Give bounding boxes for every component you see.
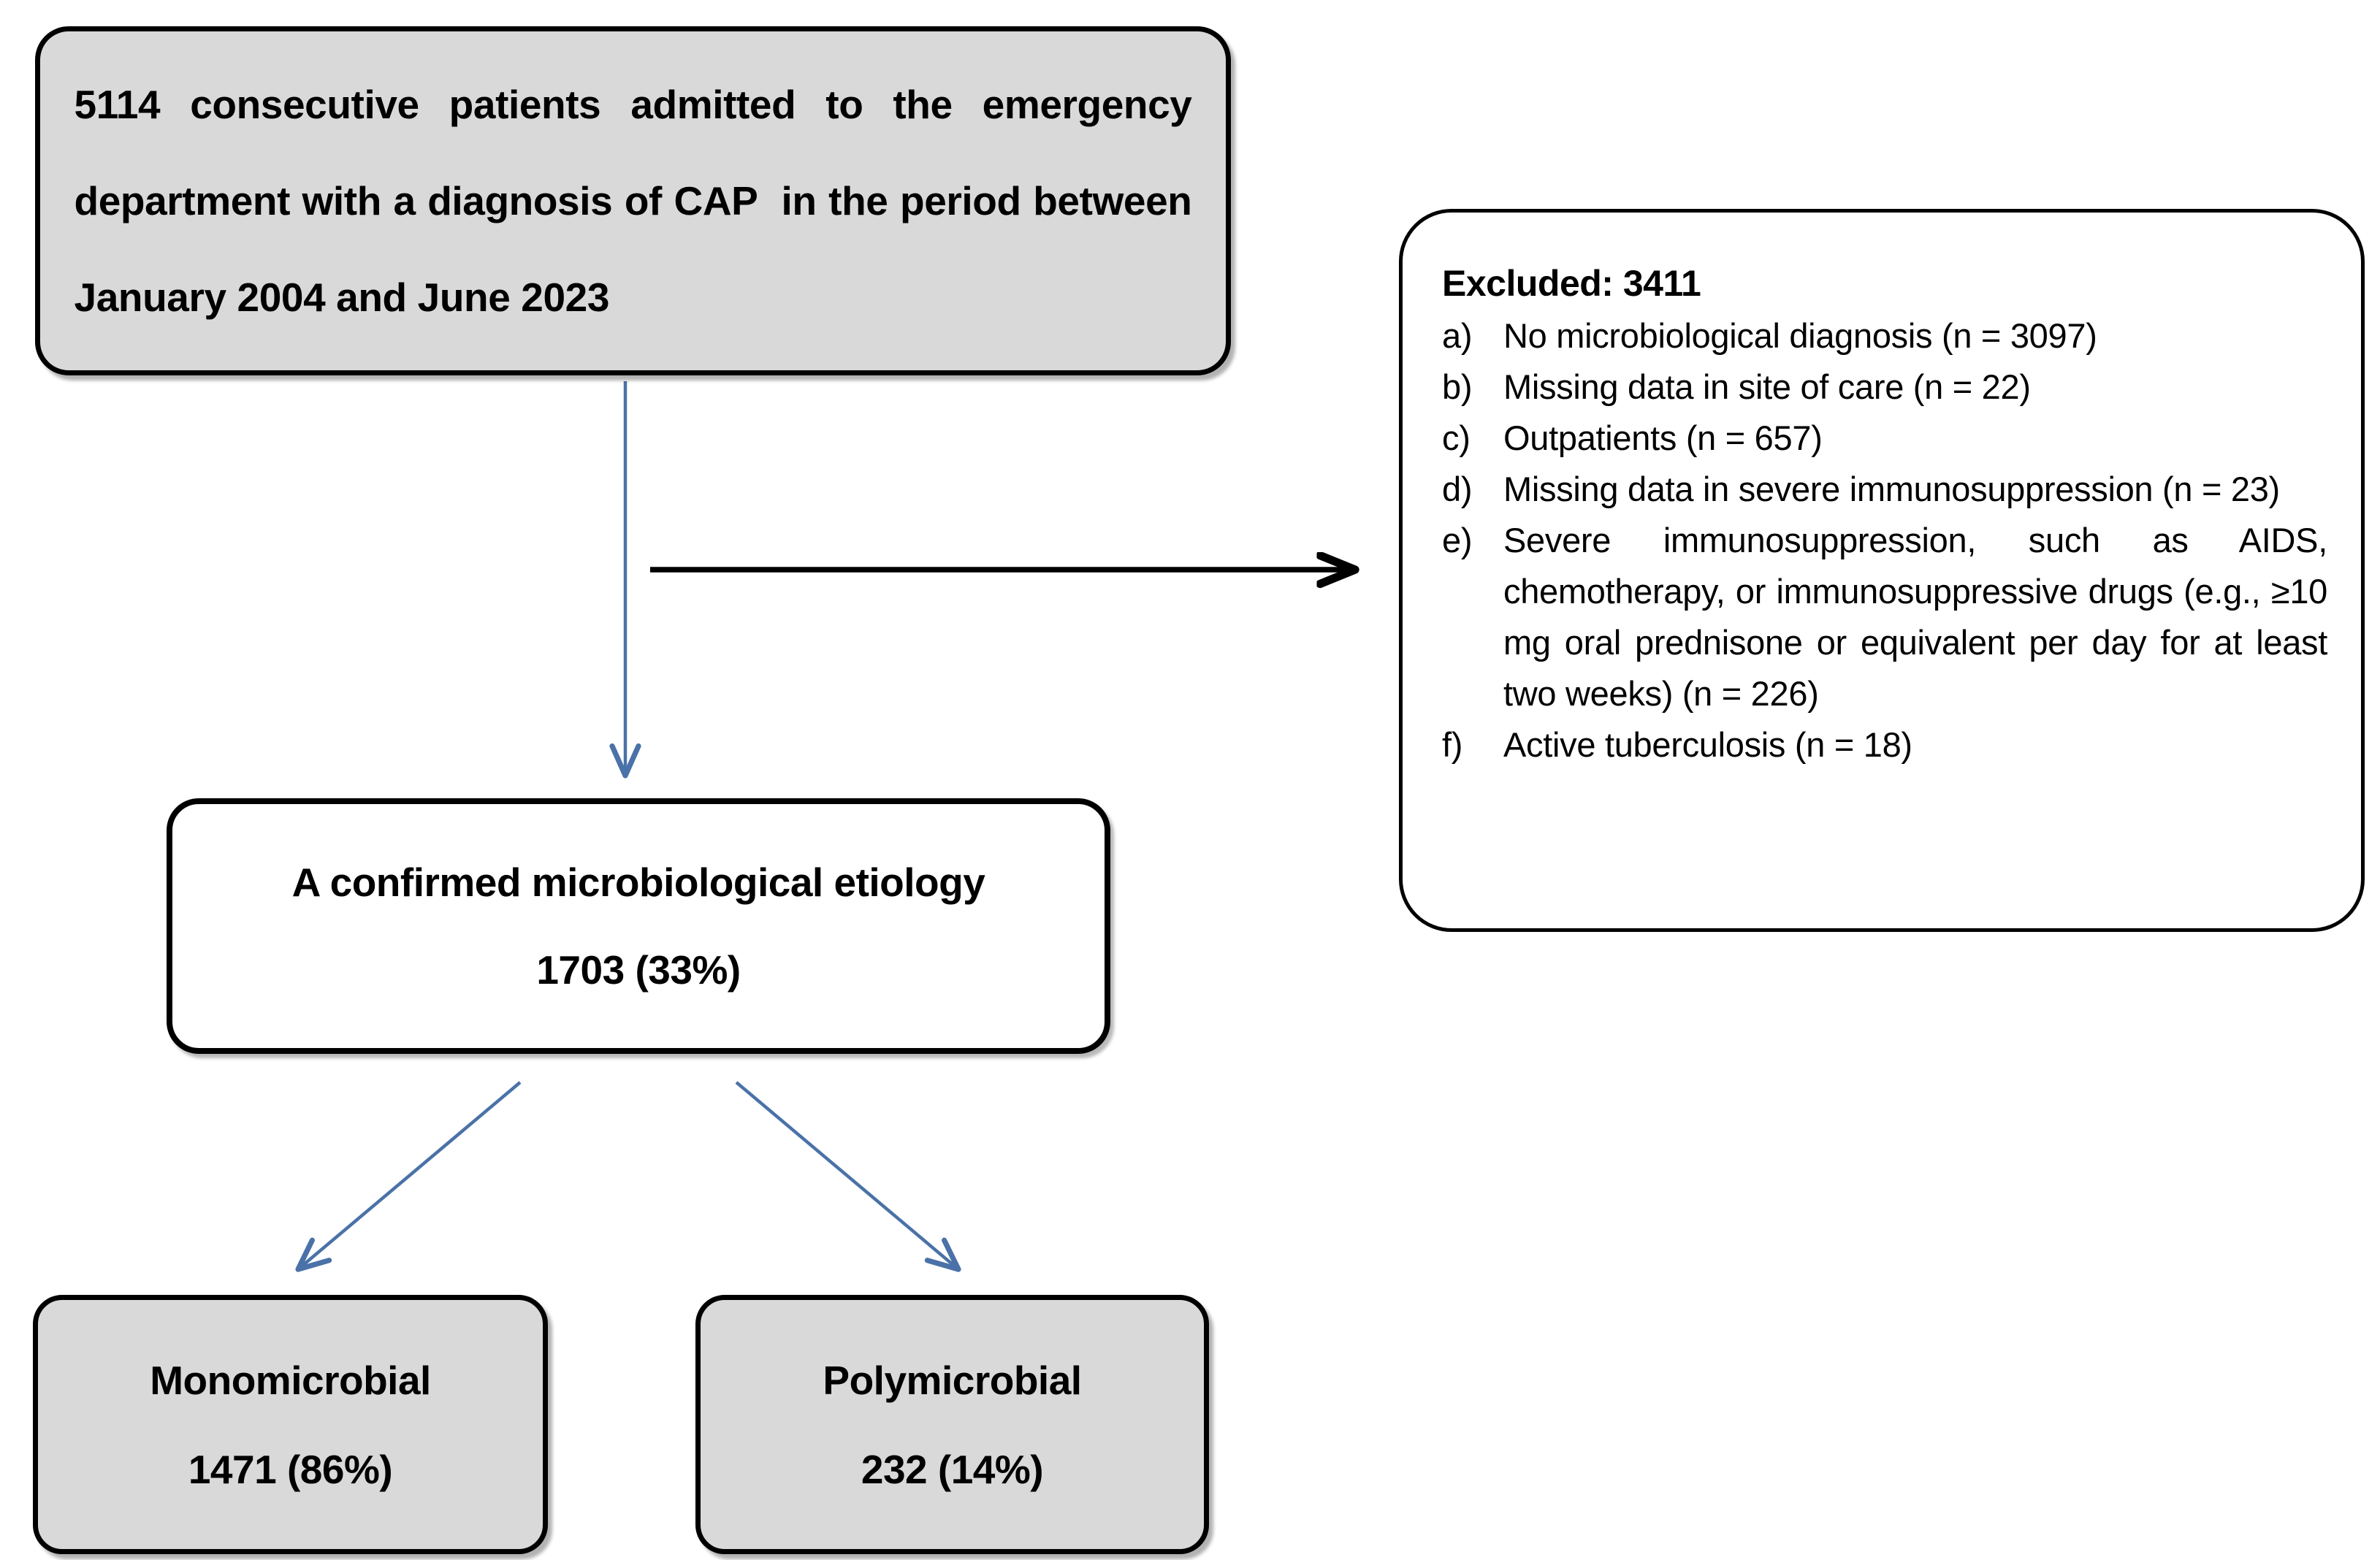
cohort-box: 5114 consecutive patients admitted to th… (35, 26, 1231, 375)
excluded-reason-item: a) No microbiological diagnosis (n = 3097… (1442, 310, 2327, 362)
excluded-reason-item: f) Active tuberculosis (n = 18) (1442, 719, 2327, 771)
excluded-reason-list: a) No microbiological diagnosis (n = 3097… (1442, 310, 2327, 771)
excluded-box: Excluded: 3411 a) No microbiological diag… (1399, 209, 2365, 932)
excluded-reason-text: No microbiological diagnosis (n = 3097) (1503, 316, 2097, 355)
excluded-reason-text: Missing data in severe immunosuppression… (1503, 470, 2280, 508)
excluded-reason-item: e) Severe immunosuppression, such as AIDS… (1442, 515, 2327, 719)
excluded-reason-marker: e) (1442, 521, 1473, 559)
excluded-reason-marker: d) (1442, 470, 1473, 508)
excluded-reason-marker: b) (1442, 367, 1473, 406)
polymicrobial-box-count: 232 (14%) (861, 1446, 1044, 1492)
excluded-reason-text: Severe immunosuppression, such as AIDS, … (1503, 521, 2327, 713)
cohort-box-text: 5114 consecutive patients admitted to th… (74, 82, 1203, 320)
arrow-etiology-to-monomicrobial (295, 1081, 522, 1272)
etiology-box-count: 1703 (33%) (536, 947, 741, 993)
excluded-reason-marker: c) (1442, 418, 1471, 457)
excluded-reason-text: Outpatients (n = 657) (1503, 418, 1823, 457)
monomicrobial-box-title: Monomicrobial (150, 1357, 431, 1403)
excluded-box-title: Excluded: 3411 (1442, 263, 1701, 304)
arrow-etiology-to-polymicrobial (735, 1081, 961, 1272)
monomicrobial-box: Monomicrobial 1471 (86%) (33, 1295, 548, 1554)
monomicrobial-box-count: 1471 (86%) (188, 1446, 393, 1492)
excluded-reason-text: Active tuberculosis (n = 18) (1503, 725, 1912, 764)
excluded-reason-marker: a) (1442, 316, 1473, 355)
excluded-reason-marker: f) (1442, 725, 1463, 764)
excluded-reason-item: b) Missing data in site of care (n = 22) (1442, 362, 2327, 413)
polymicrobial-box: Polymicrobial 232 (14%) (695, 1295, 1209, 1554)
excluded-reason-text: Missing data in site of care (n = 22) (1503, 367, 2031, 406)
excluded-reason-item: c) Outpatients (n = 657) (1442, 413, 2327, 464)
excluded-reason-item: d) Missing data in severe immunosuppressi… (1442, 464, 2327, 515)
etiology-box-title: A confirmed microbiological etiology (291, 860, 985, 905)
polymicrobial-box-title: Polymicrobial (823, 1357, 1082, 1403)
etiology-box: A confirmed microbiological etiology 170… (167, 798, 1110, 1054)
